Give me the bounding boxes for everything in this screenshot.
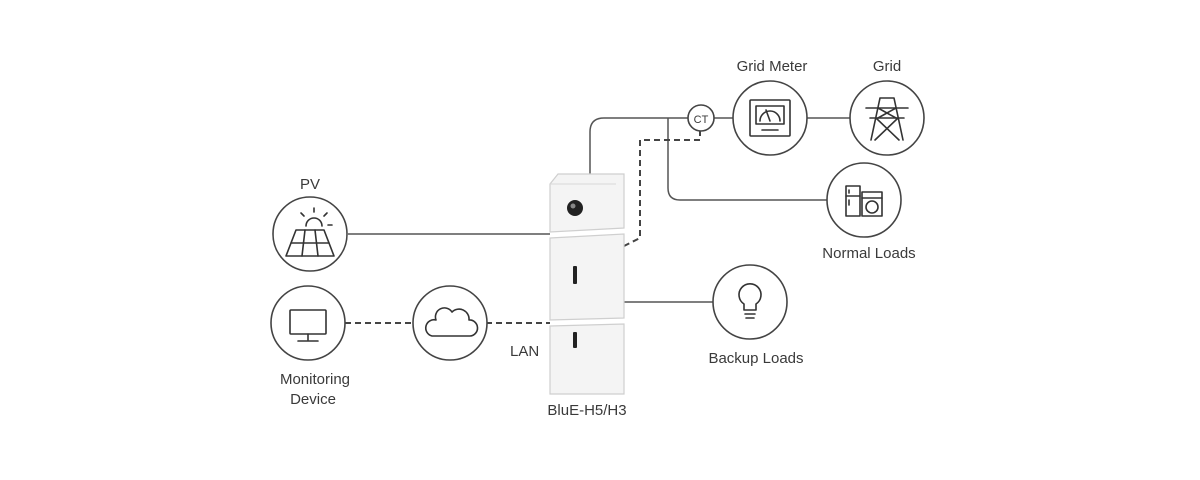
inverter-status-led xyxy=(567,200,583,216)
power-tower-icon xyxy=(865,97,909,141)
backup-loads-node: Backup Loads xyxy=(708,264,804,367)
inverter-battery-stack xyxy=(549,173,625,395)
normal-loads-node: Normal Loads xyxy=(822,162,916,262)
ct-label: CT xyxy=(694,114,709,126)
meter-icon xyxy=(749,99,791,137)
battery-module-2 xyxy=(549,323,625,395)
pv-label: PV xyxy=(300,176,320,193)
cloud-node xyxy=(412,285,488,361)
cloud-icon xyxy=(424,307,479,337)
normal-loads-circle xyxy=(826,162,902,238)
appliances-icon xyxy=(845,185,883,217)
light-bulb-icon xyxy=(738,283,762,319)
monitoring-label-line2: Device xyxy=(290,391,336,408)
ct-signal-dashed-line xyxy=(623,130,701,247)
normal-loads-wire xyxy=(667,118,828,201)
backup-loads-label: Backup Loads xyxy=(708,350,803,367)
monitoring-device-node: Monitoring Device xyxy=(270,285,350,408)
ct-circle xyxy=(687,104,715,132)
inverter-model-label: BluE-H5/H3 xyxy=(547,402,626,419)
monitoring-label-line1: Monitoring xyxy=(280,371,350,388)
pv-circle xyxy=(272,196,348,272)
grid-meter-label: Grid Meter xyxy=(737,58,808,75)
battery-module-1 xyxy=(549,233,625,321)
grid-meter-node: Grid Meter xyxy=(732,58,808,156)
backup-loads-circle xyxy=(712,264,788,340)
grid-label: Grid xyxy=(873,58,901,75)
ct-node: CT xyxy=(687,104,715,132)
pv-node: PV xyxy=(272,176,348,272)
inverter-led-highlight xyxy=(570,203,576,209)
normal-loads-label: Normal Loads xyxy=(822,245,915,262)
grid-node: Grid xyxy=(849,58,925,156)
battery-2-indicator xyxy=(573,332,577,348)
inverter-unit xyxy=(549,173,625,233)
solar-panel-icon xyxy=(285,207,335,257)
monitor-icon xyxy=(289,309,327,342)
cloud-circle xyxy=(412,285,488,361)
grid-wire xyxy=(589,117,688,174)
lan-label: LAN xyxy=(510,343,539,360)
monitor-circle xyxy=(270,285,346,361)
grid-meter-circle xyxy=(732,80,808,156)
connections xyxy=(345,117,850,324)
battery-1-indicator xyxy=(573,266,577,284)
